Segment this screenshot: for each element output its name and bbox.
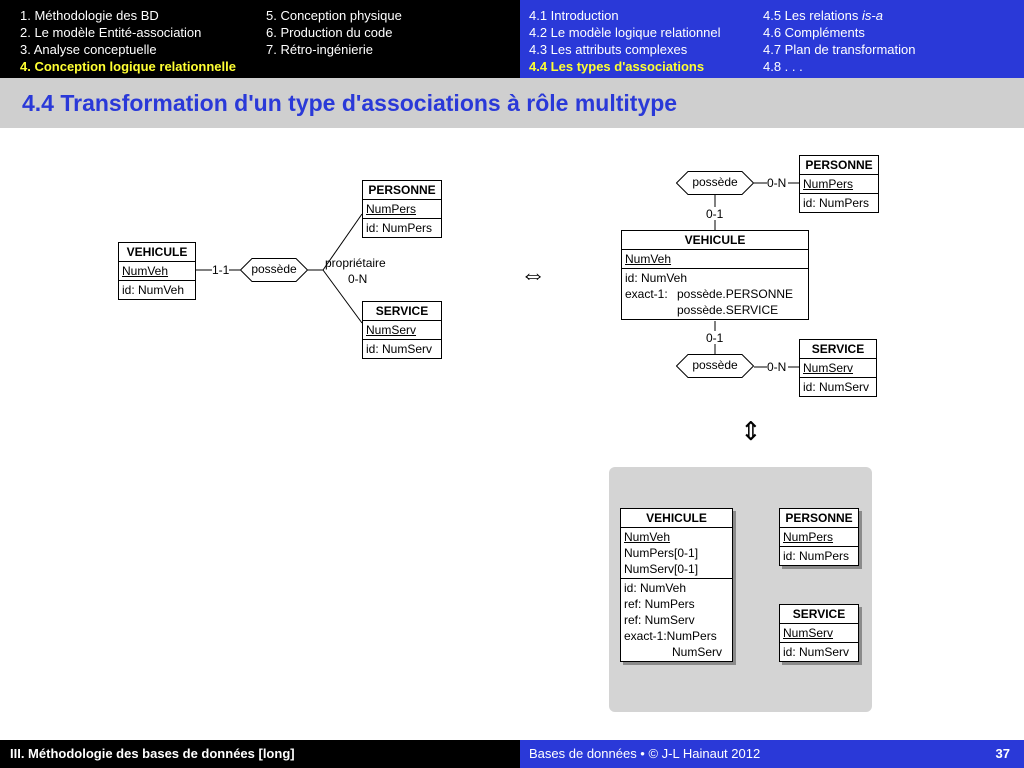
- subsection-navigation: 4.1 Introduction 4.2 Le modèle logique r…: [520, 0, 1024, 78]
- constraint-exact-1-cont: NumServ: [672, 645, 723, 659]
- entity-attribute: NumPers: [363, 200, 441, 219]
- column-numveh: NumVeh: [624, 530, 671, 544]
- entity-identifier: id: NumVeh: [122, 283, 185, 297]
- table-service: SERVICE NumServ id: NumServ: [779, 604, 859, 662]
- cardinality-top-personne: 0-N: [767, 176, 787, 190]
- constraint-line-1: exact-1: possède.PERSONNE: [625, 286, 805, 302]
- column-numserv: NumServ[0-1]: [624, 562, 699, 576]
- title-bar: 4.4 Transformation d'un type d'associati…: [0, 78, 1024, 128]
- section-navigation: 1. Méthodologie des BD 2. Le modèle Enti…: [0, 0, 520, 78]
- column-numserv: NumServ: [780, 624, 858, 643]
- nav-section-4-5[interactable]: 4.5 Les relations is-a: [763, 7, 915, 24]
- constraint-id: id: NumPers: [783, 549, 850, 563]
- entity-attribute: NumVeh: [622, 250, 808, 269]
- entity-constraints: id: NumVeh exact-1: possède.PERSONNE poss…: [622, 269, 808, 319]
- nav-section-4-8[interactable]: 4.8 . . .: [763, 59, 803, 74]
- footer-course-title: III. Méthodologie des bases de données […: [0, 740, 520, 768]
- hexagon-shape: [240, 258, 308, 282]
- cardinality-vehicule: 1-1: [212, 263, 230, 277]
- cardinality-bottom-vehicule: 0-1: [706, 331, 724, 345]
- entity-identifier: id: NumPers: [366, 221, 433, 235]
- nav-section-4-7[interactable]: 4.7 Plan de transformation: [763, 42, 916, 57]
- entity-attribute: NumVeh: [119, 262, 195, 281]
- table-name: PERSONNE: [780, 509, 858, 528]
- entity-name: PERSONNE: [363, 181, 441, 200]
- cardinality-role: 0-N: [348, 272, 368, 286]
- column-numpers: NumPers: [780, 528, 858, 547]
- nav-section-4-6[interactable]: 4.6 Compléments: [763, 25, 865, 40]
- role-label: propriétaire: [325, 256, 386, 270]
- nav-section-4-1[interactable]: 4.1 Introduction: [529, 8, 619, 23]
- entity-attribute: NumServ: [363, 321, 441, 340]
- slide-title: 4.4 Transformation d'un type d'associati…: [22, 90, 678, 116]
- hexagon-shape: [676, 171, 754, 195]
- constraint-id: id: NumServ: [783, 645, 850, 659]
- subsection-list-1: 4.1 Introduction 4.2 Le modèle logique r…: [529, 7, 721, 75]
- cardinality-top-vehicule: 0-1: [706, 207, 724, 221]
- cardinality-bottom-service: 0-N: [767, 360, 787, 374]
- entity-attribute: NumPers: [800, 175, 878, 194]
- nav-chapter-1[interactable]: 1. Méthodologie des BD: [20, 8, 159, 23]
- constraint-ref-numpers: ref: NumPers: [624, 597, 695, 611]
- entity-vehicule-left: VEHICULE NumVeh id: NumVeh: [118, 242, 196, 300]
- entity-name: SERVICE: [800, 340, 876, 359]
- nav-section-4-5-text: 4.5 Les relations: [763, 8, 863, 23]
- footer-right: Bases de données • © J-L Hainaut 2012 37: [520, 740, 1024, 768]
- entity-name: VEHICULE: [119, 243, 195, 262]
- equivalence-arrow-vertical-icon: ⇕: [740, 416, 762, 446]
- nav-section-4-2[interactable]: 4.2 Le modèle logique relationnel: [529, 25, 721, 40]
- relationship-name: possède: [692, 175, 738, 189]
- entity-name: VEHICULE: [622, 231, 808, 250]
- constraint-line-2: possède.SERVICE: [625, 302, 805, 318]
- nav-chapter-2[interactable]: 2. Le modèle Entité-association: [20, 25, 202, 40]
- entity-personne-right: PERSONNE NumPers id: NumPers: [799, 155, 879, 213]
- relationship-possede-bottom: possède: [676, 354, 754, 378]
- hexagon-shape: [676, 354, 754, 378]
- nav-chapter-5[interactable]: 5. Conception physique: [266, 8, 402, 23]
- nav-chapter-3[interactable]: 3. Analyse conceptuelle: [20, 42, 157, 57]
- entity-name: SERVICE: [363, 302, 441, 321]
- column-numpers: NumPers[0-1]: [624, 546, 699, 560]
- entity-identifier: id: NumPers: [803, 196, 870, 210]
- nav-chapter-4-current[interactable]: 4. Conception logique relationnelle: [20, 59, 236, 74]
- entity-attribute: NumServ: [800, 359, 876, 378]
- chapter-list-1: 1. Méthodologie des BD 2. Le modèle Enti…: [20, 7, 236, 75]
- nav-section-4-4-current[interactable]: 4.4 Les types d'associations: [529, 59, 705, 74]
- table-name: VEHICULE: [621, 509, 732, 528]
- entity-service-left: SERVICE NumServ id: NumServ: [362, 301, 442, 359]
- relationship-name: possède: [692, 358, 738, 372]
- nav-section-4-5-em: is-a: [862, 8, 883, 23]
- constraint-ref-numserv: ref: NumServ: [624, 613, 695, 627]
- constraint-value-2: possède.SERVICE: [677, 303, 779, 317]
- table-columns: NumVeh NumPers[0-1] NumServ[0-1]: [621, 528, 732, 579]
- table-personne: PERSONNE NumPers id: NumPers: [779, 508, 859, 566]
- nav-chapter-6[interactable]: 6. Production du code: [266, 25, 393, 40]
- entity-name: PERSONNE: [800, 156, 878, 175]
- chapter-list-2: 5. Conception physique 6. Production du …: [266, 7, 402, 58]
- constraint-value-1: possède.PERSONNE: [677, 287, 794, 301]
- entity-service-right: SERVICE NumServ id: NumServ: [799, 339, 877, 397]
- table-constraints: id: NumVeh ref: NumPers ref: NumServ exa…: [621, 579, 732, 661]
- entity-personne-left: PERSONNE NumPers id: NumPers: [362, 180, 442, 238]
- constraint-exact-1: exact-1:NumPers: [624, 629, 717, 643]
- entity-identifier: id: NumVeh: [625, 271, 688, 285]
- entity-identifier: id: NumServ: [366, 342, 433, 356]
- equivalence-arrow-horizontal-icon: ⇔: [520, 259, 546, 289]
- relationship-name: possède: [251, 262, 297, 276]
- page-number: 37: [995, 746, 1010, 761]
- table-vehicule: VEHICULE NumVeh NumPers[0-1] NumServ[0-1…: [620, 508, 733, 662]
- footer-copyright: Bases de données • © J-L Hainaut 2012: [529, 746, 761, 761]
- entity-identifier: id: NumServ: [803, 380, 870, 394]
- nav-chapter-7[interactable]: 7. Rétro-ingénierie: [266, 42, 373, 57]
- nav-section-4-3[interactable]: 4.3 Les attributs complexes: [529, 42, 688, 57]
- constraint-label: exact-1:: [625, 287, 668, 301]
- table-name: SERVICE: [780, 605, 858, 624]
- constraint-id: id: NumVeh: [624, 581, 687, 595]
- subsection-list-2: 4.5 Les relations is-a 4.6 Compléments 4…: [763, 7, 915, 75]
- relationship-possede-top: possède: [676, 171, 754, 195]
- entity-vehicule-right: VEHICULE NumVeh id: NumVeh exact-1: possè…: [621, 230, 809, 320]
- relationship-possede-left: possède: [240, 258, 308, 282]
